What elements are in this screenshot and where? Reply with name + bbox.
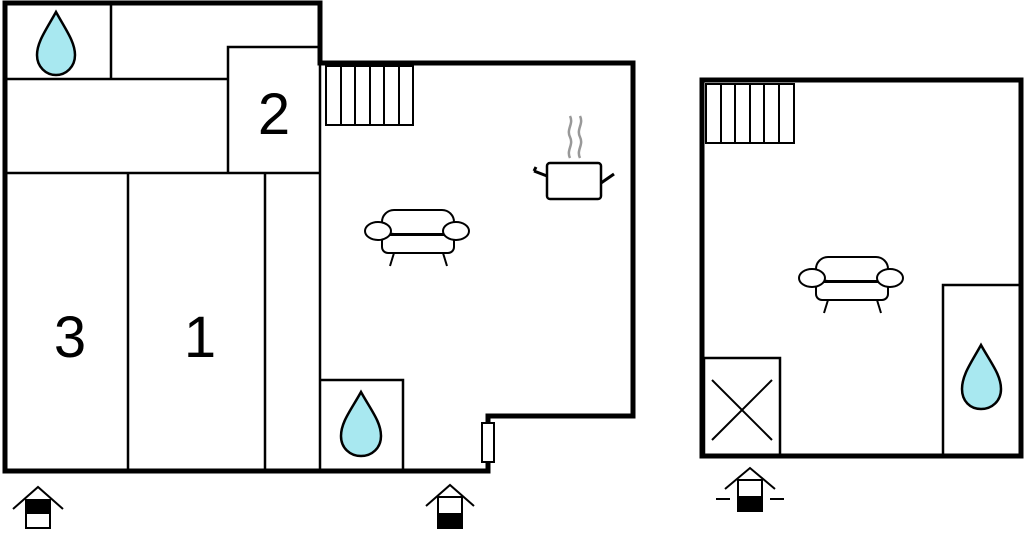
water-drop-icon [339,389,383,458]
right-building-partitions [702,283,1021,458]
cooking-pot-icon [532,115,615,201]
left-building-walls [2,0,636,474]
entrance-icon [716,466,784,512]
entrance-icon [425,483,475,529]
room-label-2: 2 [258,82,290,147]
stairs-icon [705,83,795,144]
left-building-partitions [5,3,405,471]
crossed-box-icon [704,358,780,456]
room-label-3: 3 [54,305,86,370]
entrance-icon [12,485,64,529]
water-drop-icon [35,9,77,77]
stairs-icon [325,65,414,126]
sofa-icon [364,209,470,267]
door-icon [481,422,495,463]
right-building-walls [699,77,1024,459]
water-drop-icon [960,342,1003,411]
sofa-icon [798,256,904,314]
room-label-1: 1 [184,305,216,370]
